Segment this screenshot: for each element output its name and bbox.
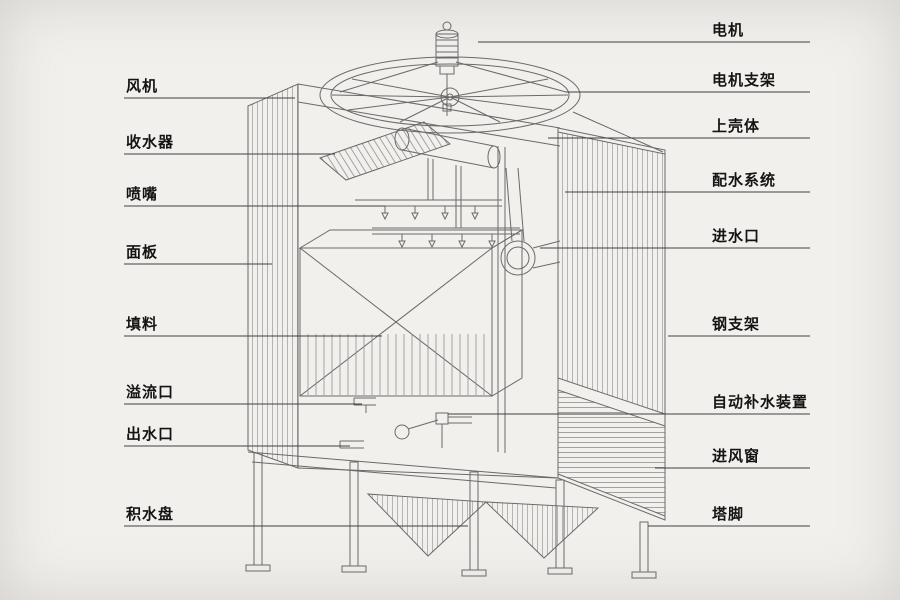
tower-legs [245,452,657,579]
label-water-outlet: 出水口 [126,425,175,443]
label-air-inlet-louver: 进风窗 [712,447,761,465]
overflow-port [353,397,376,413]
label-upper-casing: 上壳体 [712,117,761,135]
label-overflow-port: 溢流口 [126,383,175,401]
drift-eliminator [319,121,451,181]
label-tower-foot: 塔脚 [712,505,745,523]
label-water-inlet: 进水口 [712,227,761,245]
leader-lines [124,41,810,527]
label-fan: 风机 [126,77,159,95]
label-steel-frame: 钢支架 [712,315,761,333]
fill-block [298,229,524,397]
fan-assembly [319,21,581,134]
collection-basin-hoppers [366,493,600,559]
interior-components [298,121,561,449]
label-nozzle: 喷嘴 [126,185,159,203]
label-motor-bracket: 电机支架 [712,71,777,89]
tower-body [247,83,666,521]
label-collection-basin: 积水盘 [126,505,175,523]
label-motor: 电机 [712,21,745,39]
distribution-header-pipe [394,127,501,228]
water-outlet-fitting [339,440,364,449]
fan-cowl-inner-ring [330,63,570,127]
water-inlet-pipe [500,167,561,276]
label-fill: 填料 [126,315,159,333]
spray-pipes [355,199,520,235]
label-drift-eliminator: 收水器 [126,133,175,151]
label-panel: 面板 [126,243,159,261]
motor-bracket [339,61,567,93]
auto-refill-device [394,412,472,448]
motor [435,21,459,116]
fan-blades [331,78,569,123]
label-water-distribution: 配水系统 [712,171,777,189]
nozzles [381,206,496,249]
basin-and-legs [245,451,657,579]
fan-cowl-outer-ring [319,56,581,134]
label-auto-refill-device: 自动补水装置 [712,393,809,411]
side-panel-face [247,83,299,469]
